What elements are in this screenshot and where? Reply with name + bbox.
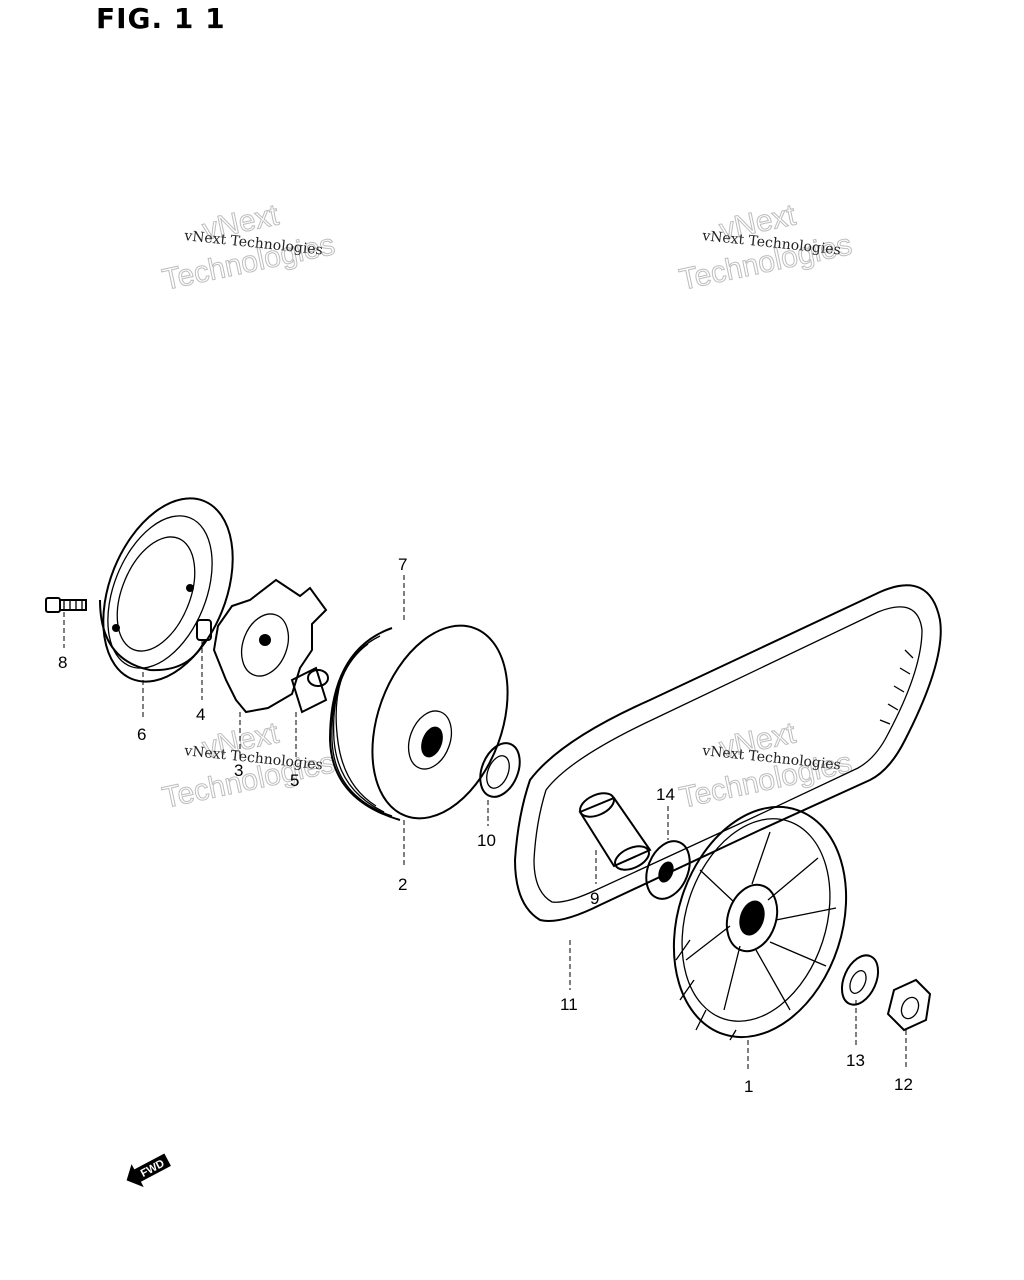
watermark-top-right: vNext Technologies vNext Technologies	[676, 198, 855, 297]
part-13-washer	[840, 954, 880, 1006]
part-12-nut	[886, 978, 932, 1032]
part-14-washer	[645, 840, 691, 900]
callout-9: 9	[590, 889, 599, 908]
callout-1: 1	[744, 1077, 753, 1096]
part-1-fan-pulley	[672, 805, 848, 1041]
callout-8: 8	[58, 653, 67, 672]
part-2-drive-face	[328, 624, 509, 821]
fwd-arrow-icon: FWD	[126, 1153, 171, 1188]
callout-5: 5	[290, 771, 299, 790]
part-3-ramp-plate	[212, 578, 328, 714]
callout-13: 13	[846, 1051, 865, 1070]
callout-labels: 1 2 3 4 5 6 7 8 9 10 11 12 13 14	[58, 555, 913, 1096]
callout-14: 14	[656, 785, 675, 804]
callout-2: 2	[398, 875, 407, 894]
part-4-slider	[196, 619, 212, 641]
part-6-cover-plate	[99, 497, 234, 683]
part-11-v-belt	[513, 584, 942, 922]
callout-7: 7	[398, 555, 407, 574]
watermark-mid-left: vNext Technologies vNext Technologies	[159, 716, 338, 815]
part-5-roller	[290, 666, 329, 714]
part-10-seal	[479, 742, 521, 798]
part-9-sleeve	[578, 792, 652, 871]
fwd-label: FWD	[139, 1158, 167, 1180]
part-8-bolt	[45, 597, 87, 613]
watermark-top-left: vNext Technologies vNext Technologies	[159, 198, 338, 297]
figure-title: FIG. 1 1	[96, 2, 226, 35]
callout-11: 11	[560, 995, 578, 1014]
callout-3: 3	[234, 761, 243, 780]
callout-10: 10	[477, 831, 496, 850]
leader-lines	[63, 575, 907, 1072]
callout-12: 12	[894, 1075, 913, 1094]
callout-4: 4	[196, 705, 205, 724]
callout-6: 6	[137, 725, 146, 744]
